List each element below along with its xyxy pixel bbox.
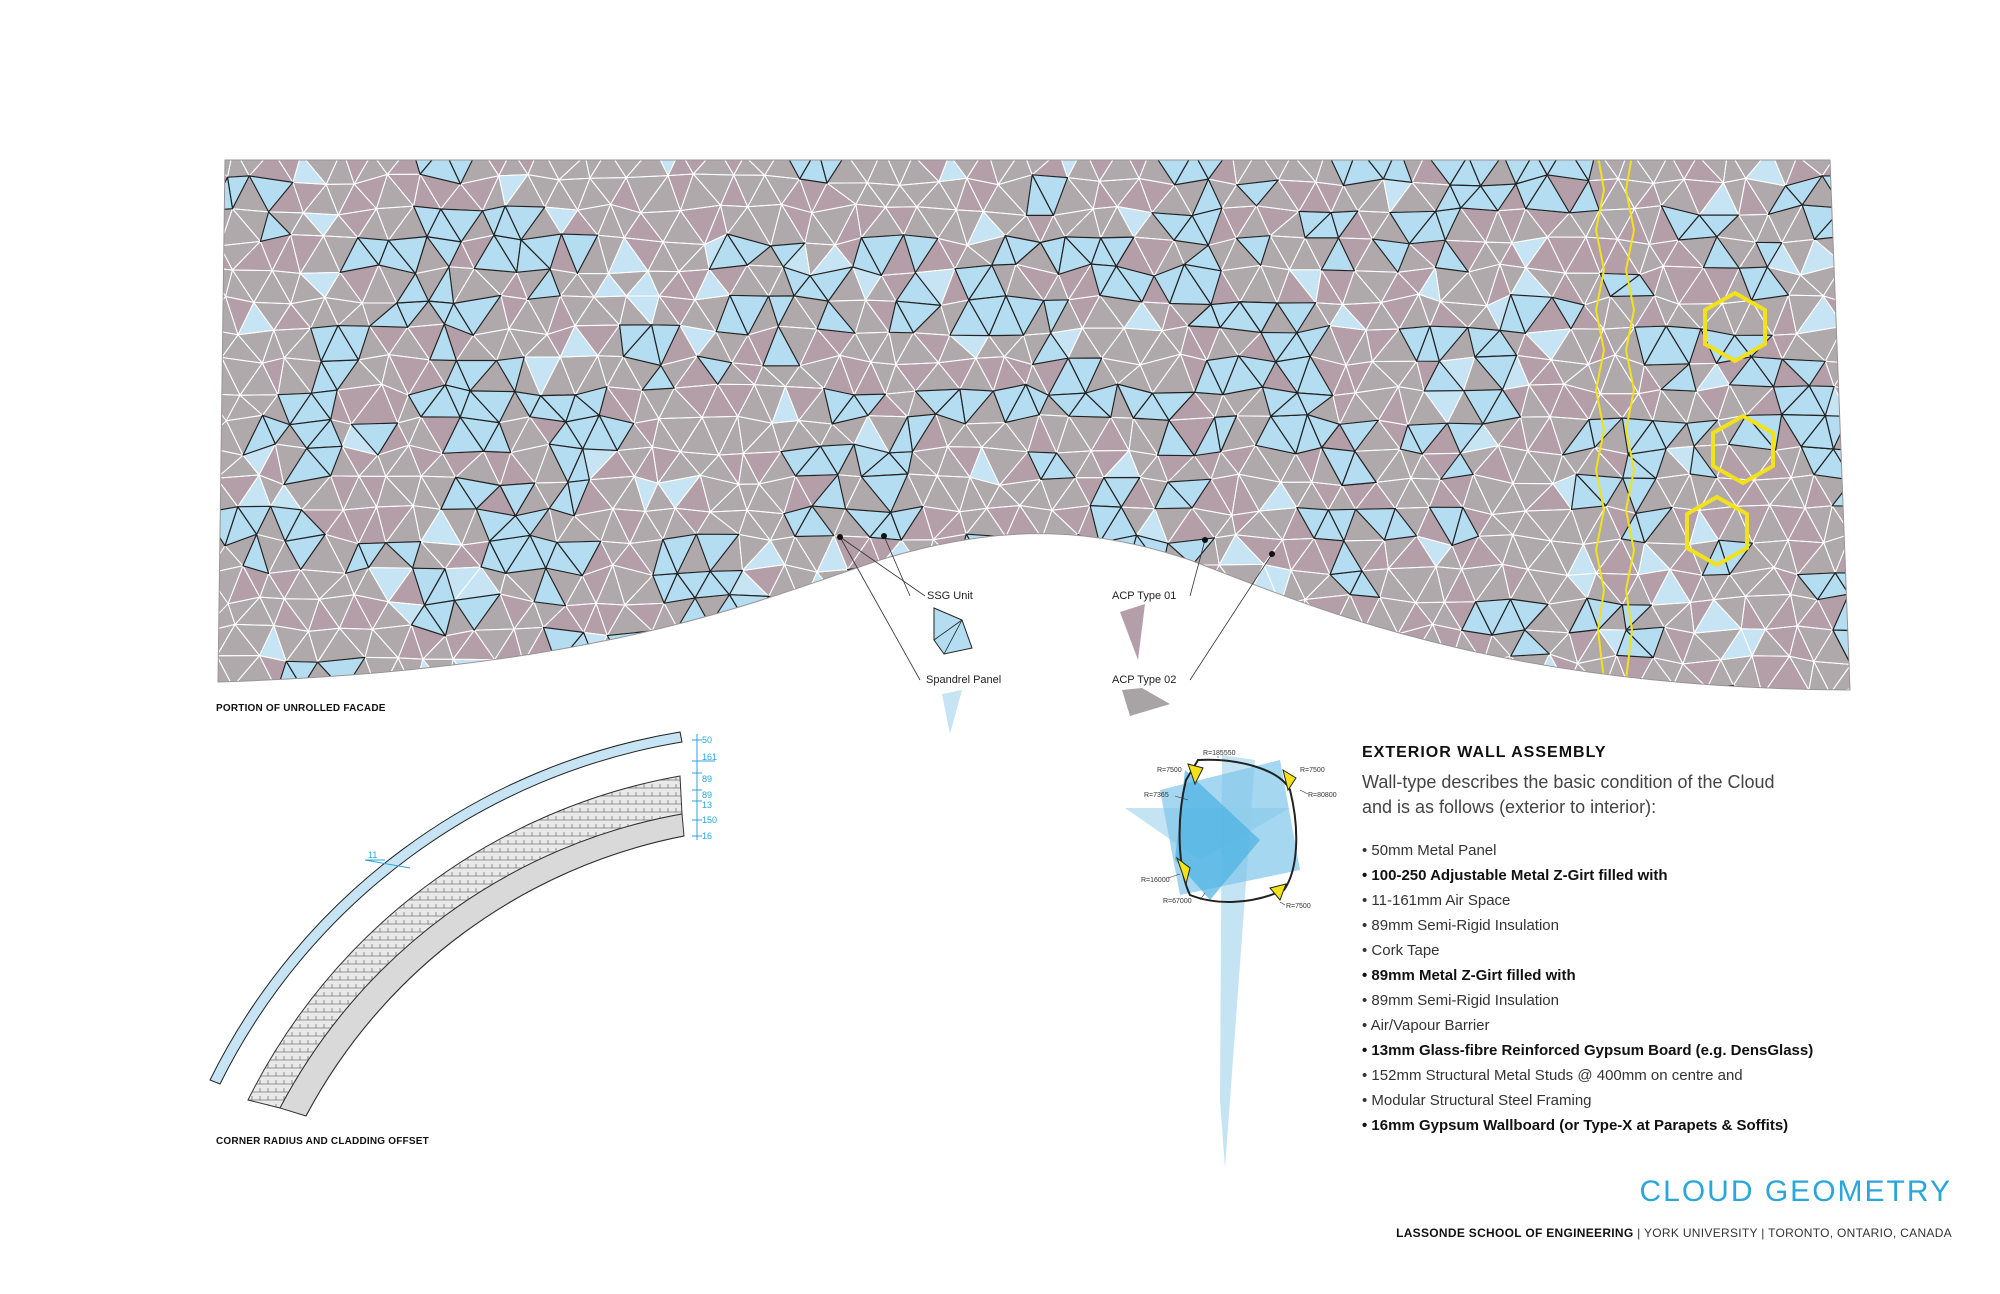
corner-dimensions: [364, 734, 715, 869]
assembly-item: Air/Vapour Barrier: [1362, 1013, 1962, 1038]
radius-80800: R=80800: [1308, 792, 1337, 799]
subtitle-school: LASSONDE SCHOOL OF ENGINEERING: [1396, 1226, 1634, 1240]
radius-leaders: [1167, 756, 1309, 906]
assembly-heading: EXTERIOR WALL ASSEMBLY: [1362, 744, 1607, 761]
callout-dots: [837, 533, 1275, 557]
corner-dimension-labels: 50 161 89 89 13 150 16 11: [368, 735, 717, 860]
assembly-list: 50mm Metal Panel100-250 Adjustable Metal…: [1362, 838, 1962, 1138]
dim-89-b: 89: [702, 790, 712, 800]
dim-150: 150: [702, 815, 717, 825]
metal-panel-layer: [209, 731, 683, 1085]
ssg-unit-sample: [933, 607, 973, 655]
dim-161: 161: [702, 752, 717, 762]
sample-panels: [933, 604, 1170, 734]
assembly-item: 152mm Structural Metal Studs @ 400mm on …: [1362, 1063, 1962, 1088]
subtitle-location: | YORK UNIVERSITY | TORONTO, ONTARIO, CA…: [1633, 1226, 1952, 1240]
radius-185550: R=185550: [1203, 750, 1236, 757]
radius-16000: R=16000: [1141, 877, 1170, 884]
page-subtitle: LASSONDE SCHOOL OF ENGINEERING | YORK UN…: [1396, 1226, 1952, 1240]
callout-labels: SSG Unit Spandrel Panel ACP Type 01 ACP …: [926, 590, 1176, 686]
dim-16: 16: [702, 831, 712, 841]
unrolled-facade: SSG Unit Spandrel Panel ACP Type 01 ACP …: [217, 159, 1851, 734]
facade-caption: PORTION OF UNROLLED FACADE: [216, 703, 386, 714]
acp-type-02-label: ACP Type 02: [1112, 674, 1176, 686]
yellow-hexagons: [1685, 290, 1775, 568]
dim-89-a: 89: [702, 774, 712, 784]
assembly-description: Wall-type describes the basic condition …: [1362, 772, 1775, 817]
assembly-item: 100-250 Adjustable Metal Z-Girt filled w…: [1362, 863, 1962, 888]
assembly-item: 89mm Semi-Rigid Insulation: [1362, 913, 1962, 938]
dim-11: 11: [368, 850, 377, 860]
radius-7500-b: R=7500: [1300, 767, 1325, 774]
assembly-item: 16mm Gypsum Wallboard (or Type-X at Para…: [1362, 1113, 1962, 1138]
radius-7365: R=7365: [1144, 792, 1169, 799]
spandrel-panel-sample: [942, 690, 962, 734]
radius-7500-a: R=7500: [1157, 767, 1182, 774]
corner-radius-drawing: 50 161 89 89 13 150 16 11: [209, 731, 717, 1117]
assembly-item: 50mm Metal Panel: [1362, 838, 1962, 863]
acp-type-01-label: ACP Type 01: [1112, 590, 1176, 602]
callout-leaders: [839, 535, 1273, 681]
dim-50: 50: [702, 735, 712, 745]
assembly-item: Modular Structural Steel Framing: [1362, 1088, 1962, 1113]
acp-type-02-sample: [1122, 688, 1170, 716]
yellow-seam-lines: [1594, 160, 1636, 681]
spandrel-panel-label: Spandrel Panel: [926, 674, 1001, 686]
assembly-item: 11-161mm Air Space: [1362, 888, 1962, 913]
page-title: CLOUD GEOMETRY: [1639, 1175, 1952, 1208]
assembly-item: 13mm Glass-fibre Reinforced Gypsum Board…: [1362, 1038, 1962, 1063]
corner-geometry-diagram: R=185550 R=7500 R=7500 R=7365 R=80800 R=…: [1125, 750, 1337, 1168]
dim-13: 13: [702, 800, 712, 810]
radius-67000: R=67000: [1163, 898, 1192, 905]
radius-labels: R=185550 R=7500 R=7500 R=7365 R=80800 R=…: [1141, 750, 1337, 910]
ssg-glass-units: [218, 160, 1850, 690]
acp-type-01-sample: [1120, 604, 1145, 660]
exterior-wall-assembly: EXTERIOR WALL ASSEMBLY Wall-type describ…: [1362, 744, 1962, 1138]
assembly-item: Cork Tape: [1362, 938, 1962, 963]
ssg-unit-label: SSG Unit: [927, 590, 973, 602]
radius-7500-c: R=7500: [1286, 903, 1311, 910]
corner-caption: CORNER RADIUS AND CLADDING OFFSET: [216, 1136, 429, 1147]
assembly-item: 89mm Semi-Rigid Insulation: [1362, 988, 1962, 1013]
assembly-item: 89mm Metal Z-Girt filled with: [1362, 963, 1962, 988]
